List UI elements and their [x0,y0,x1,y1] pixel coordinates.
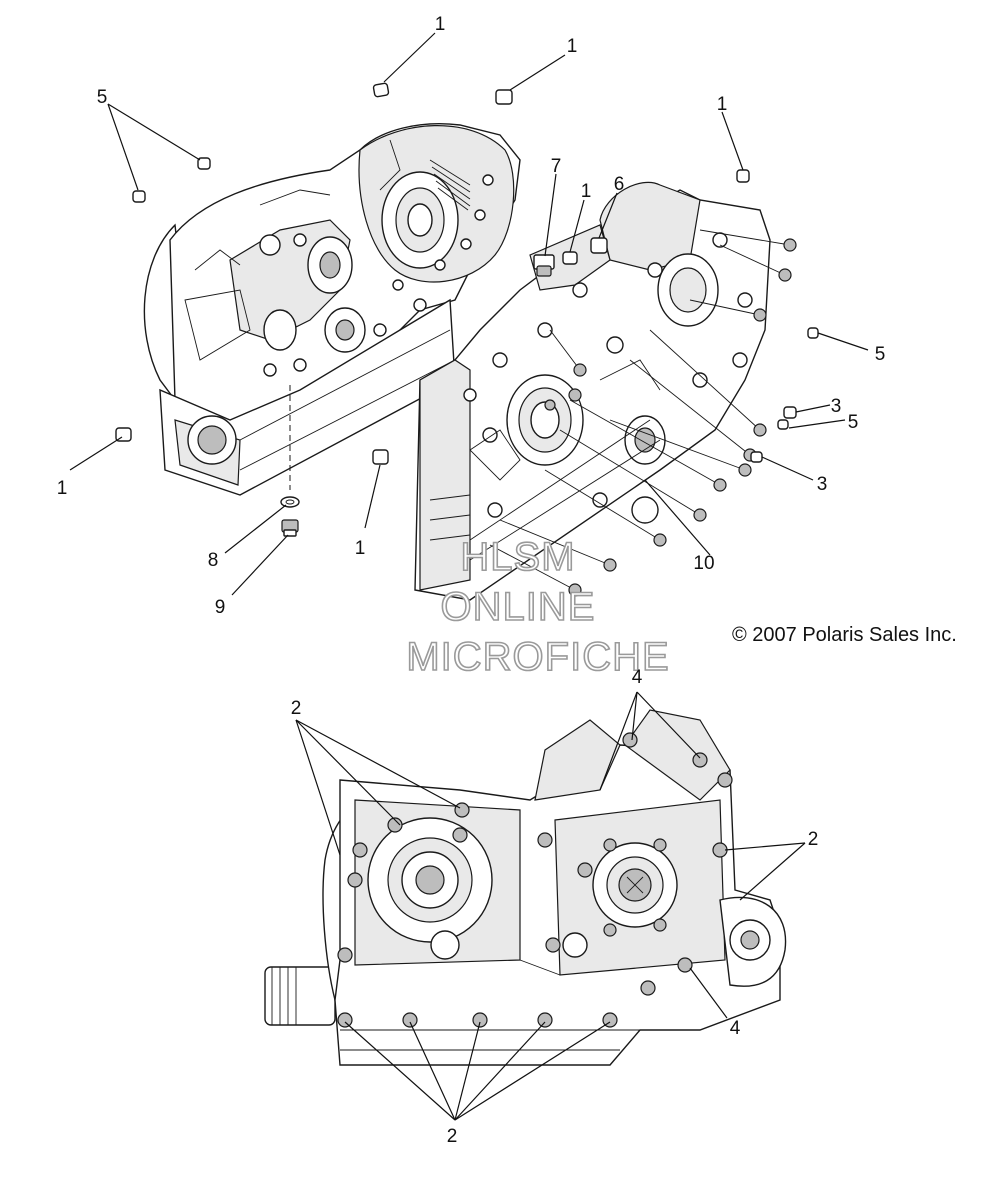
callout-labels: 1 1 5 1 7 1 6 5 3 5 3 1 1 8 9 10 2 4 2 4… [57,14,886,1147]
callout-3-upper: 3 [831,396,842,417]
bolts-upper [489,229,797,597]
watermark-line-2: ONLINE [441,585,596,629]
callout-5-lower: 5 [848,412,859,433]
watermark: HLSM ONLINE MICROFICHE [406,534,670,680]
callout-3-lower: 3 [817,474,828,495]
leader-lines [69,32,869,1121]
callout-1-center: 1 [581,181,592,202]
callout-10: 10 [693,553,714,574]
callout-1-right: 1 [717,94,728,115]
copyright-text: © 2007 Polaris Sales Inc. [732,624,957,646]
watermark-line-3: MICROFICHE [406,635,669,679]
callout-2-bottom: 2 [447,1126,458,1147]
fitting-7 [533,254,555,277]
callout-1-middle: 1 [355,538,366,559]
callout-4-bottom: 4 [730,1018,741,1039]
watermark-line-1: HLSM [460,535,575,579]
callout-2-right: 2 [808,829,819,850]
washer-8 [280,496,300,508]
callout-9: 9 [215,597,226,618]
callout-1-left: 1 [57,478,68,499]
drain-plug-9 [281,519,299,537]
assembled-crankcase [264,709,787,1066]
callout-1-top: 1 [435,14,446,35]
callout-5-right: 5 [875,344,886,365]
callout-4-top: 4 [632,667,643,688]
callout-2-upper-left: 2 [291,698,302,719]
callout-5-top-left: 5 [97,87,108,108]
callout-7: 7 [551,156,562,177]
callout-1-top-right: 1 [567,36,578,57]
left-crankcase-half [143,123,521,496]
dowel-pins [115,82,819,465]
callout-8: 8 [208,550,219,571]
callout-6: 6 [614,174,625,195]
